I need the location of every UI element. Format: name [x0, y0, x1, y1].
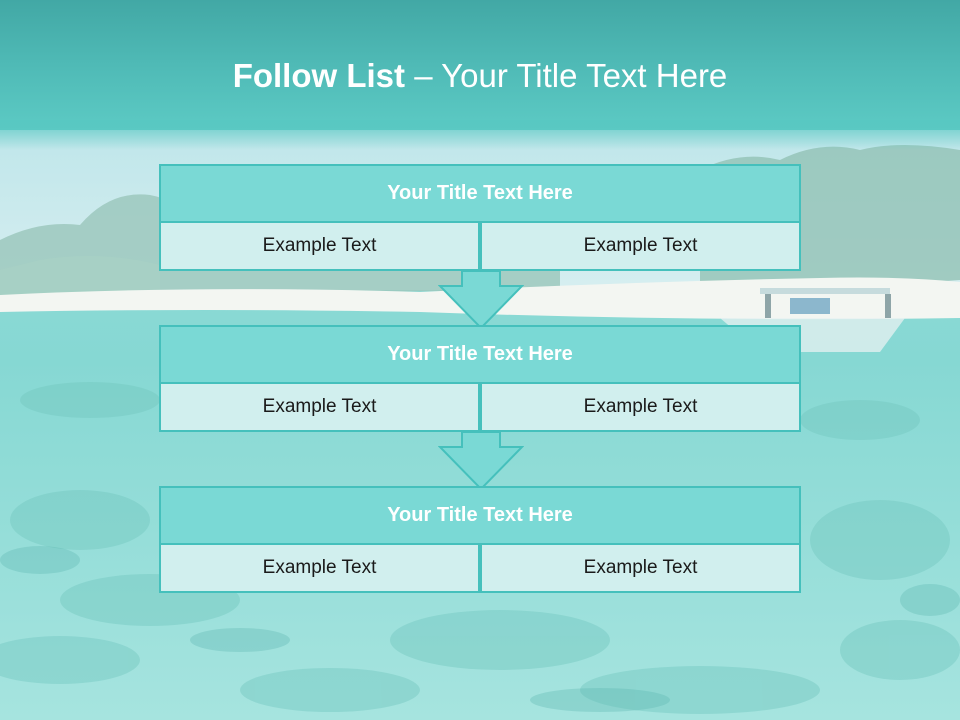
step-heading: Your Title Text Here: [159, 164, 801, 223]
slide-title-bold: Follow List: [232, 57, 406, 94]
title-band: [0, 0, 960, 130]
step-cell-right: Example Text: [480, 543, 801, 593]
step-cell-right: Example Text: [480, 382, 801, 432]
step-cell-left: Example Text: [159, 382, 480, 432]
step-heading: Your Title Text Here: [159, 325, 801, 384]
down-arrow-icon: [438, 431, 524, 491]
step-cell-left: Example Text: [159, 221, 480, 271]
step-heading: Your Title Text Here: [159, 486, 801, 545]
step-cell-right: Example Text: [480, 221, 801, 271]
down-arrow-icon: [438, 270, 524, 330]
slide-title: Follow List – Your Title Text Here: [0, 56, 960, 96]
title-band-fade: [0, 120, 960, 150]
step-cell-left: Example Text: [159, 543, 480, 593]
slide-title-rest: – Your Title Text Here: [414, 57, 728, 94]
